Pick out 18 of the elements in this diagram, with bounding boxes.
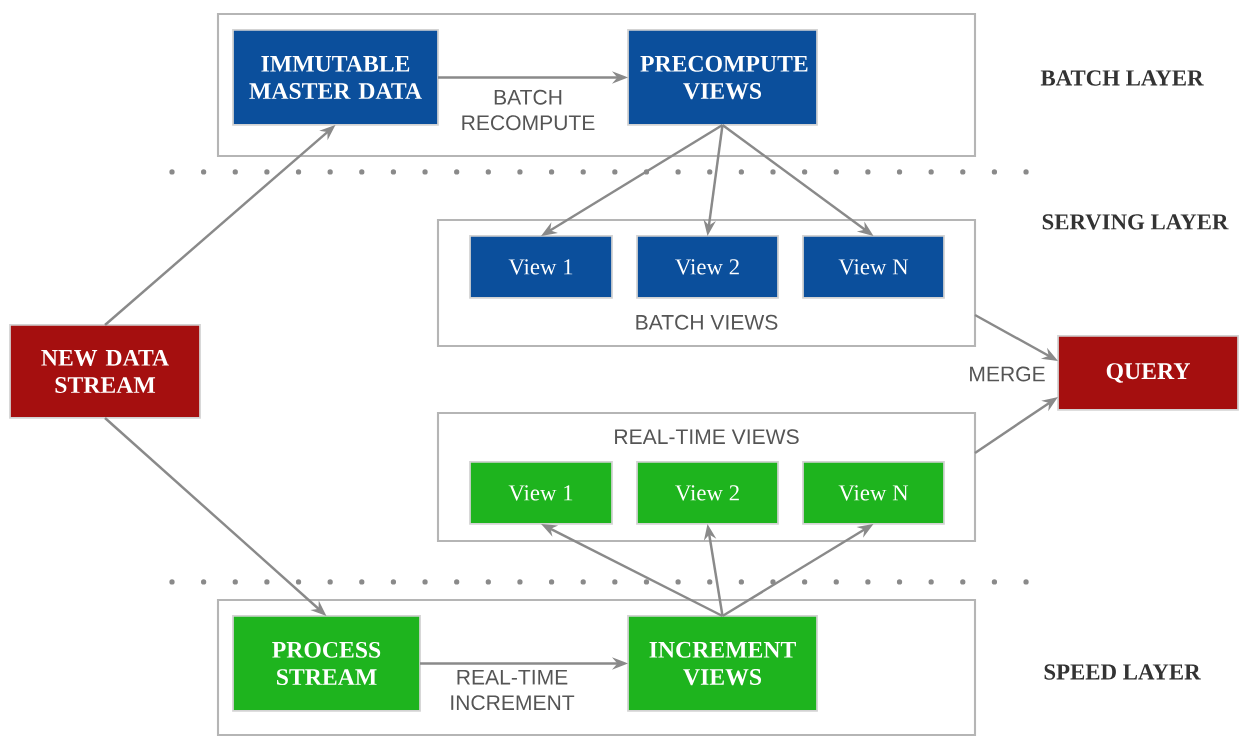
process-box: PRECOMPUTE VIEWS xyxy=(627,29,818,126)
process-box: QUERY xyxy=(1057,335,1239,411)
layer-title: SPEED LAYER xyxy=(1044,664,1201,680)
process-box: PROCESS STREAM xyxy=(232,615,421,712)
layer-title: BATCH LAYER xyxy=(1040,70,1204,86)
layer-title: SERVING LAYER xyxy=(1042,214,1229,230)
edge-label: REAL-TIME INCREMENT xyxy=(437,668,587,712)
process-box: INCREMENT VIEWS xyxy=(627,615,818,712)
view-box: View 1 xyxy=(469,461,613,525)
view-box: View 2 xyxy=(636,235,779,299)
process-box: NEW DATA STREAM xyxy=(9,324,201,419)
merge-label: MERGE xyxy=(970,366,1045,382)
view-box: View N xyxy=(802,235,945,299)
edge-label: BATCH RECOMPUTE xyxy=(453,88,603,132)
process-box: IMMUTABLE MASTER DATA xyxy=(232,29,439,126)
view-box: View 2 xyxy=(636,461,779,525)
view-box: View 1 xyxy=(469,235,613,299)
view-box: View N xyxy=(802,461,945,525)
